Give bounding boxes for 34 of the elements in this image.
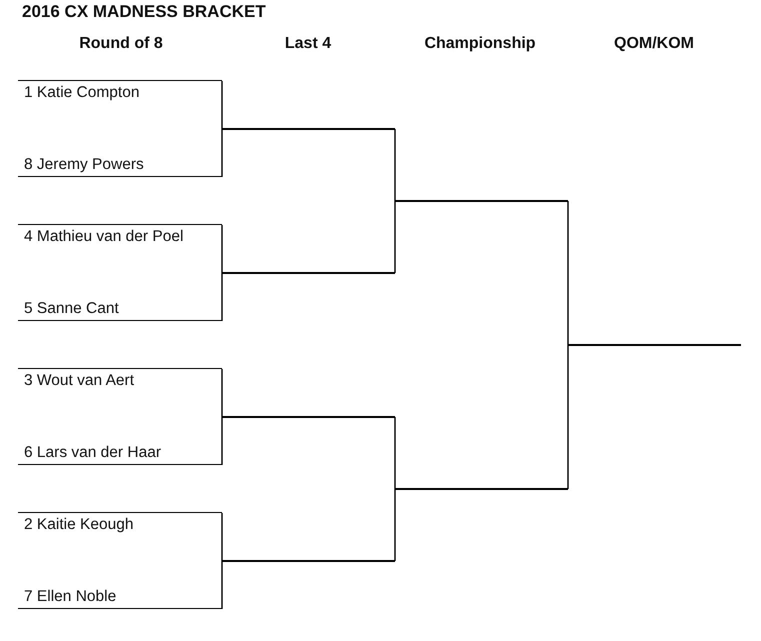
bracket-connector — [221, 128, 223, 177]
player-name: 8 Jeremy Powers — [24, 156, 144, 174]
bracket-line — [222, 560, 395, 562]
player-name: 6 Lars van der Haar — [24, 444, 161, 462]
bracket-connector — [394, 200, 396, 273]
column-heading: Championship — [424, 35, 536, 53]
player-name: 2 Kaitie Keough — [24, 516, 134, 534]
bracket-connector — [394, 488, 396, 561]
bracket-line — [222, 416, 395, 418]
bracket-connector — [221, 225, 223, 274]
bracket-connector — [221, 369, 223, 418]
bracket-connector — [567, 344, 569, 489]
bracket-connector — [221, 416, 223, 465]
bracket-connector — [221, 272, 223, 321]
bracket-connector — [394, 417, 396, 490]
bracket-line — [395, 200, 568, 202]
bracket-line — [222, 272, 395, 274]
column-heading: QOM/KOM — [614, 35, 694, 53]
bracket-connector — [567, 201, 569, 346]
bracket-connector — [394, 129, 396, 202]
player-name: 7 Ellen Noble — [24, 588, 116, 606]
bracket-title: 2016 CX MADNESS BRACKET — [22, 2, 266, 22]
column-heading: Last 4 — [284, 35, 332, 53]
bracket-connector — [221, 560, 223, 609]
player-name: 1 Katie Compton — [24, 84, 140, 102]
column-heading: Round of 8 — [79, 35, 163, 53]
bracket-line — [222, 128, 395, 130]
bracket-connector — [221, 81, 223, 130]
bracket-line — [568, 344, 741, 346]
bracket-connector — [221, 513, 223, 562]
player-name: 5 Sanne Cant — [24, 300, 119, 318]
player-name: 4 Mathieu van der Poel — [24, 228, 184, 246]
player-name: 3 Wout van Aert — [24, 372, 134, 390]
bracket-line — [395, 488, 568, 490]
